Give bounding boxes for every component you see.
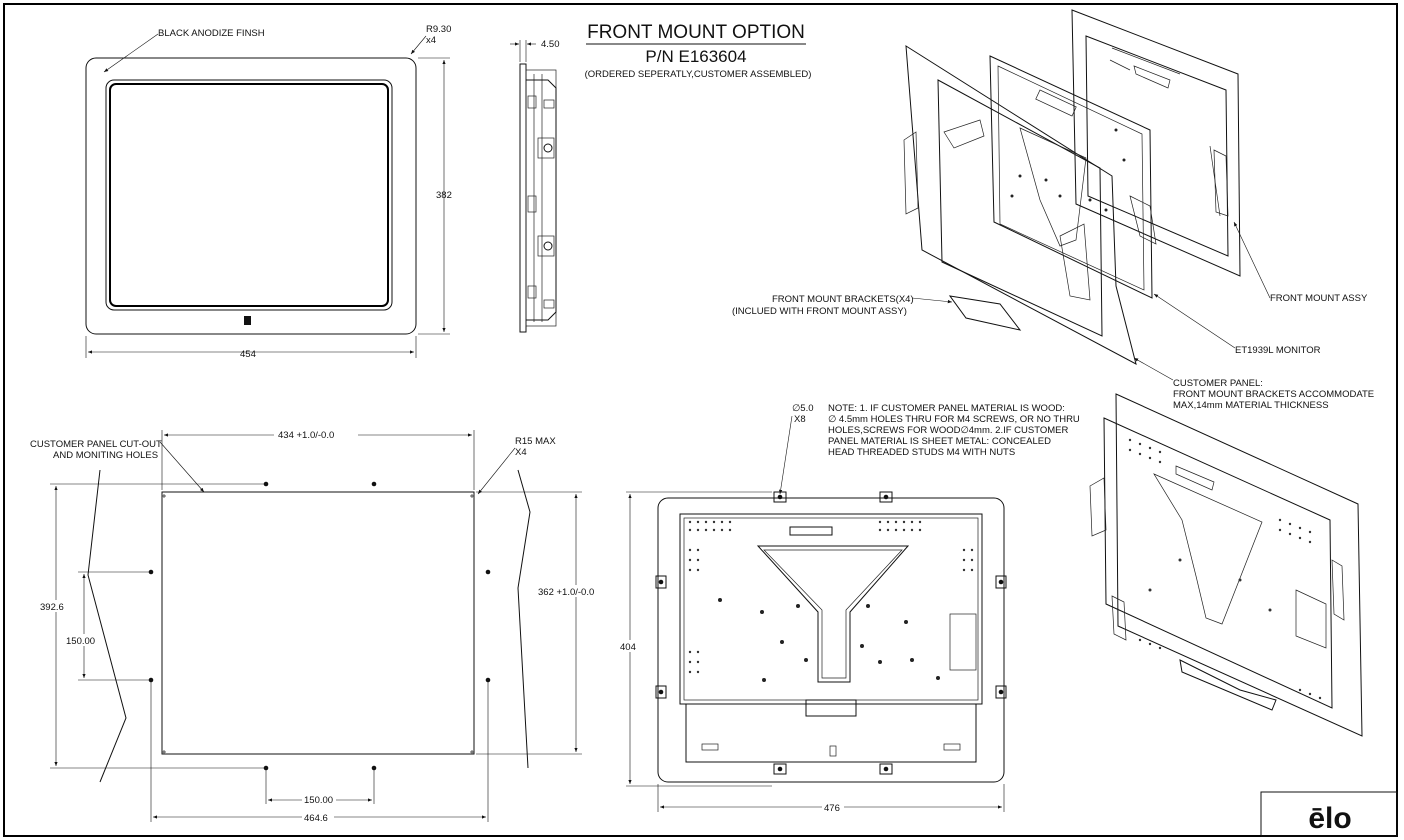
cutout-hole-span-v: 392.6 [40, 602, 64, 613]
sheet-border [3, 3, 1398, 837]
cutout-label-2: AND MONITING HOLES [53, 450, 158, 461]
front-logo-mark [244, 316, 251, 325]
cutout-view: CUSTOMER PANEL CUT-OUT AND MONITING HOLE… [30, 428, 596, 824]
rear-note-3: HOLES,SCREWS FOR WOOD∅4mm. 2.IF CUSTOMER [828, 425, 1068, 436]
side-depth: 4.50 [541, 39, 560, 50]
iso-front-mount-assy [1071, 9, 1241, 277]
rear-note-5: HEAD THREADED STUDS M4 WITH NUTS [828, 447, 1015, 458]
title-part-number: P/N E163604 [645, 47, 746, 66]
iso-monitor-label: ET1939L MONITOR [1235, 345, 1321, 356]
rear-frame-outer [657, 497, 1005, 783]
title-block [1260, 791, 1398, 837]
iso-front-mount-assy-label: FRONT MOUNT ASSY [1270, 293, 1368, 304]
drawing-title: FRONT MOUNT OPTION P/N E163604 (ORDERED … [585, 22, 812, 80]
iso-brackets-note-2: (INCLUED WITH FRONT MOUNT ASSY) [732, 306, 907, 317]
iso-panel-label-1: CUSTOMER PANEL: [1173, 378, 1263, 389]
cutout-hole-pitch-h: 150.00 [304, 795, 333, 806]
cutout-radius-qty: X4 [515, 447, 527, 458]
elo-logo: ēlo [1308, 802, 1351, 835]
cutout-hole-span-h: 464.6 [304, 813, 328, 824]
rear-note-2: ∅ 4.5mm HOLES THRU FOR M4 SCREWS, OR NO … [828, 414, 1080, 425]
front-height: 382 [436, 190, 452, 201]
rear-stand-bracket [756, 545, 910, 683]
iso-panel-label-2: FRONT MOUNT BRACKETS ACCOMMODATE [1173, 389, 1374, 400]
finish-note: BLACK ANODIZE FINSH [158, 28, 265, 39]
panel-break-right [517, 469, 531, 769]
iso-exploded-view: FRONT MOUNT BRACKETS(X4) (INCLUED WITH F… [732, 9, 1374, 411]
cutout-width: 434 +1.0/-0.0 [278, 430, 334, 441]
front-screen-inner [109, 83, 389, 307]
iso-panel-label-3: MAX,14mm MATERIAL THICKNESS [1173, 400, 1329, 411]
cutout-height: 362 +1.0/-0.0 [538, 587, 594, 598]
rear-height: 404 [620, 642, 636, 653]
front-width: 454 [240, 349, 256, 360]
rear-chassis [679, 513, 983, 705]
rear-width: 476 [824, 803, 840, 814]
iso-brackets-note-1: FRONT MOUNT BRACKETS(X4) [772, 294, 914, 305]
rear-view: ∅5.0 X8 NOTE: 1. IF CUSTOMER PANEL MATER… [618, 403, 1080, 814]
iso-monitor [989, 55, 1153, 299]
rear-lower-chassis [685, 703, 977, 763]
cutout-rect [161, 491, 475, 755]
rear-hole-qty: X8 [794, 414, 806, 425]
cutout-radius: R15 MAX [515, 436, 556, 447]
iso-assembled-frame [1115, 393, 1363, 737]
cutout-hole-pitch-v: 150.00 [66, 636, 95, 647]
iso-assembled-view [1089, 393, 1363, 737]
front-view: BLACK ANODIZE FINSH R9.30 x4 382 454 [85, 24, 452, 360]
rear-note-1: NOTE: 1. IF CUSTOMER PANEL MATERIAL IS W… [828, 403, 1065, 414]
front-bezel [85, 57, 417, 335]
title-subtitle: (ORDERED SEPERATLY,CUSTOMER ASSEMBLED) [585, 69, 812, 80]
panel-break-left [87, 469, 127, 783]
side-view: 4.50 [510, 39, 560, 333]
title-main: FRONT MOUNT OPTION [587, 22, 805, 43]
front-screen-outer [105, 79, 393, 311]
rear-note-4: PANEL MATERIAL IS SHEET METAL: CONCEALED [828, 436, 1051, 447]
front-radius: R9.30 [426, 24, 451, 35]
cutout-label-1: CUSTOMER PANEL CUT-OUT [30, 439, 162, 450]
front-radius-qty: x4 [426, 35, 436, 46]
rear-hole-dia: ∅5.0 [792, 403, 814, 414]
